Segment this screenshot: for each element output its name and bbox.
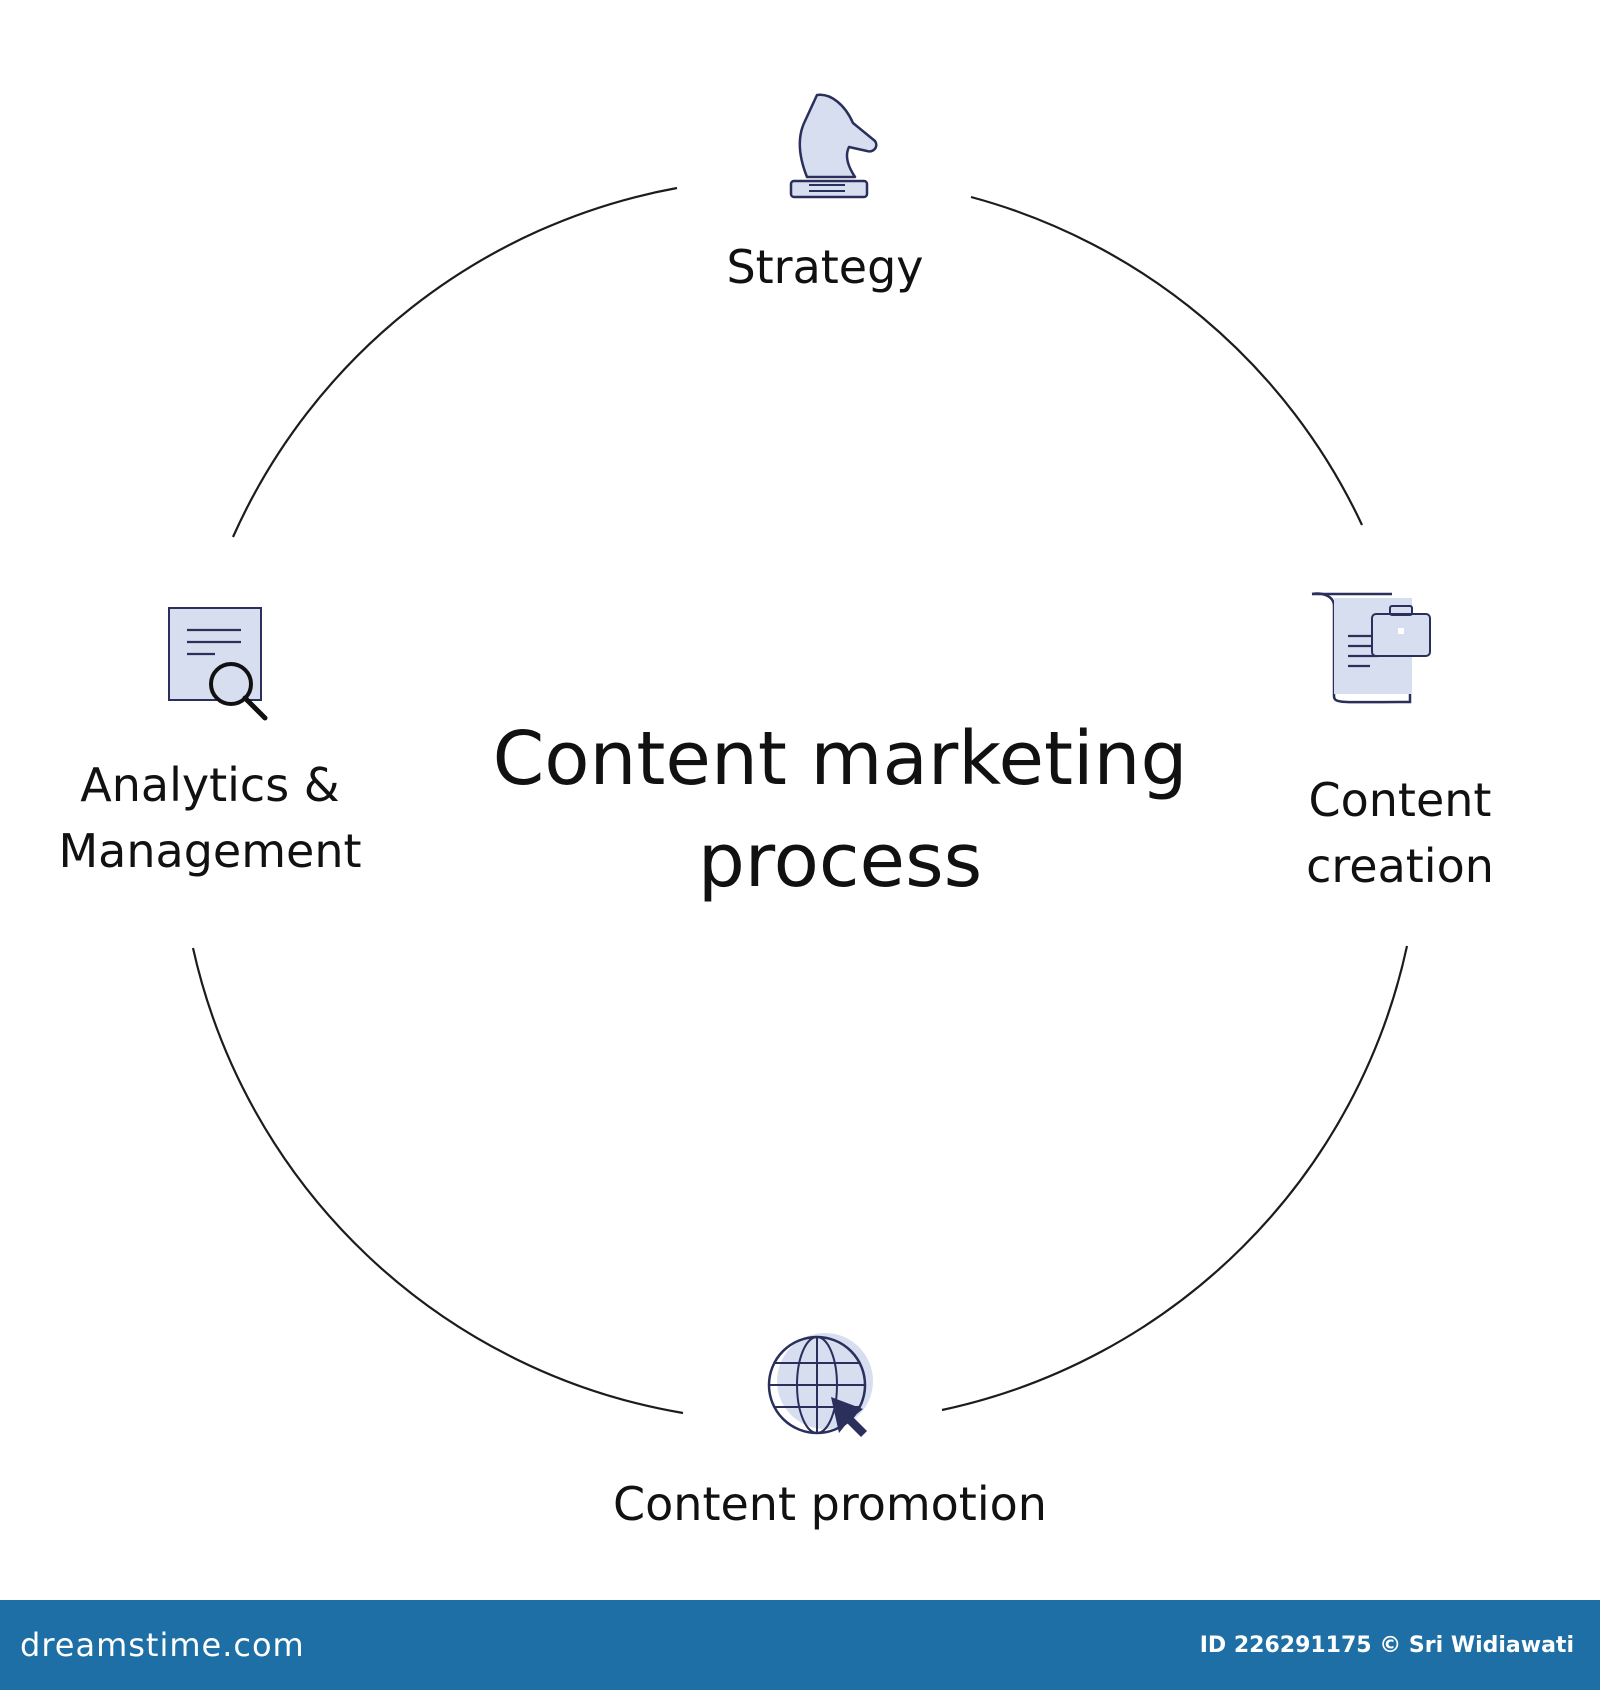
arc-analytics-to-strategy bbox=[231, 186, 678, 538]
diagram-title: Content marketing process bbox=[430, 708, 1250, 912]
arc-creation-to-promotion bbox=[941, 945, 1409, 1412]
document-search-icon bbox=[168, 607, 268, 721]
step-label-content-creation-line2: creation bbox=[1306, 839, 1494, 893]
footer-credit: ID 226291175 © Sri Widiawati bbox=[1199, 1632, 1574, 1658]
step-label-content-creation: Content creation bbox=[1230, 767, 1570, 899]
step-label-analytics-line2: Management bbox=[58, 824, 362, 878]
diagram-title-line1: Content marketing bbox=[492, 716, 1188, 802]
globe-cursor-icon bbox=[767, 1333, 873, 1437]
arc-strategy-to-creation bbox=[970, 195, 1363, 526]
footer-bar: dreamstime.com ID 226291175 © Sri Widiaw… bbox=[0, 1600, 1600, 1690]
step-label-strategy: Strategy bbox=[726, 240, 924, 294]
step-label-analytics: Analytics & Management bbox=[20, 752, 400, 884]
document-briefcase-icon bbox=[1311, 592, 1431, 704]
chess-knight-icon bbox=[789, 93, 878, 199]
step-label-content-promotion: Content promotion bbox=[613, 1477, 1047, 1531]
step-label-analytics-line1: Analytics & bbox=[80, 758, 340, 812]
step-label-content-creation-line1: Content bbox=[1308, 773, 1492, 827]
diagram-title-line2: process bbox=[697, 818, 983, 904]
cycle-diagram-canvas bbox=[168, 93, 1431, 1437]
arc-promotion-to-analytics bbox=[191, 947, 684, 1415]
cycle-diagram: Strategy Content creation Content promot… bbox=[20, 93, 1570, 1531]
footer-brand[interactable]: dreamstime.com bbox=[20, 1626, 305, 1664]
